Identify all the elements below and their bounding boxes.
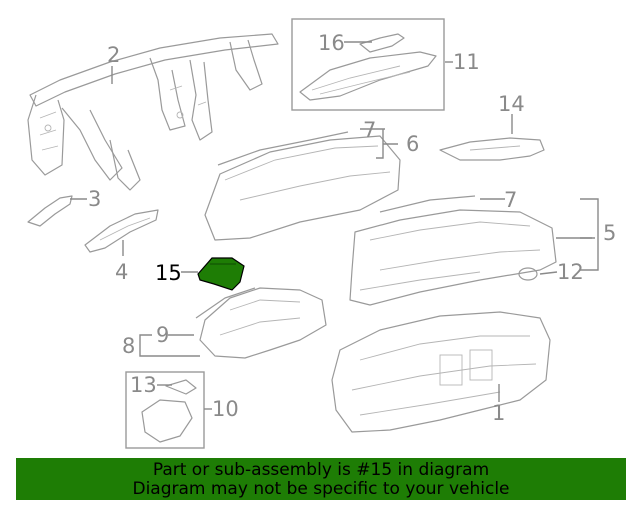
- part-3-bracket: [27, 195, 73, 227]
- callout-3: 3: [88, 187, 101, 211]
- banner-line-2: Diagram may not be specific to your vehi…: [132, 479, 510, 499]
- callout-8: 8: [122, 334, 135, 358]
- part-4-bracket: [84, 209, 159, 253]
- part-11-box: [291, 18, 445, 111]
- part-5-dash-panel: [349, 195, 557, 306]
- callout-11: 11: [453, 50, 480, 74]
- part-8-center-panel: [195, 287, 327, 359]
- callout-13: 13: [130, 373, 157, 397]
- callout-16: 16: [318, 31, 345, 55]
- part-10-box: [125, 371, 205, 449]
- part-1-lower-frame: [331, 311, 551, 433]
- callout-4: 4: [115, 260, 128, 284]
- callout-14: 14: [498, 92, 525, 116]
- callout-6: 6: [406, 132, 419, 156]
- leader-lines: [70, 41, 599, 410]
- callout-15: 15: [155, 261, 182, 285]
- part-14-panel: [439, 137, 545, 161]
- callout-2: 2: [107, 43, 120, 67]
- callout-1: 1: [492, 401, 505, 425]
- callout-7-lower: 7: [504, 188, 517, 212]
- info-banner: Part or sub-assembly is #15 in diagram D…: [16, 458, 626, 500]
- part-6-upper-panel: [204, 131, 401, 241]
- part-2-crosscar-beam: [27, 33, 279, 191]
- callout-5: 5: [603, 221, 616, 245]
- callout-12: 12: [557, 260, 584, 284]
- callout-10: 10: [212, 397, 239, 421]
- part-15-highlighted: [197, 257, 245, 291]
- banner-line-1: Part or sub-assembly is #15 in diagram: [152, 460, 490, 480]
- callout-7-upper: 7: [363, 118, 376, 142]
- parts-diagram: 2 16 11 14 7 6 3 7 5 4 15 12 9 8 13 10 1: [27, 18, 616, 449]
- callout-9: 9: [156, 323, 169, 347]
